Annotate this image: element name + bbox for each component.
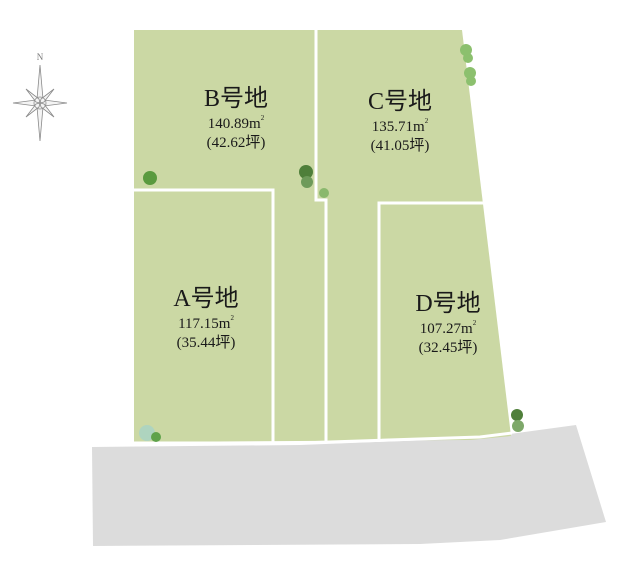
site-area (134, 30, 511, 442)
lot-d-area: 107.27m2 (419, 319, 477, 337)
lot-a-label: A号地 117.15m2 (35.44坪) (146, 287, 266, 351)
tree-icon (151, 432, 161, 442)
tree-icon (466, 76, 476, 86)
lot-a-name: A号地 (173, 286, 239, 312)
lot-b-name: B号地 (203, 86, 268, 112)
lot-d-name: D号地 (415, 291, 481, 317)
tree-icon (299, 165, 313, 179)
lot-b-tsubo: (42.62坪) (206, 135, 266, 151)
lot-c-name: C号地 (367, 89, 432, 115)
lot-d-tsubo: (32.45坪) (418, 340, 478, 356)
tree-icon (463, 53, 473, 63)
tree-icon (512, 420, 524, 432)
compass-icon (12, 64, 68, 142)
compass-north-label: N (37, 52, 44, 62)
lot-a-area: 117.15m2 (178, 314, 234, 332)
lot-c-area: 135.71m2 (371, 117, 429, 135)
lot-c-label: C号地 135.71m2 (41.05坪) (340, 90, 460, 154)
trees (139, 44, 524, 442)
tree-icon (464, 67, 476, 79)
lot-c-tsubo: (41.05坪) (370, 138, 430, 154)
tree-icon (511, 409, 523, 421)
lot-d-label: D号地 107.27m2 (32.45坪) (388, 292, 508, 356)
tree-icon (460, 44, 472, 56)
lot-b-area: 140.89m2 (207, 114, 265, 132)
tree-icon (143, 171, 157, 185)
lot-a-tsubo: (35.44坪) (176, 335, 236, 351)
tree-icon (301, 176, 313, 188)
road (92, 425, 606, 546)
lot-b-label: B号地 140.89m2 (42.62坪) (176, 87, 296, 151)
lot-boundaries (134, 30, 513, 445)
tree-icon (319, 188, 329, 198)
